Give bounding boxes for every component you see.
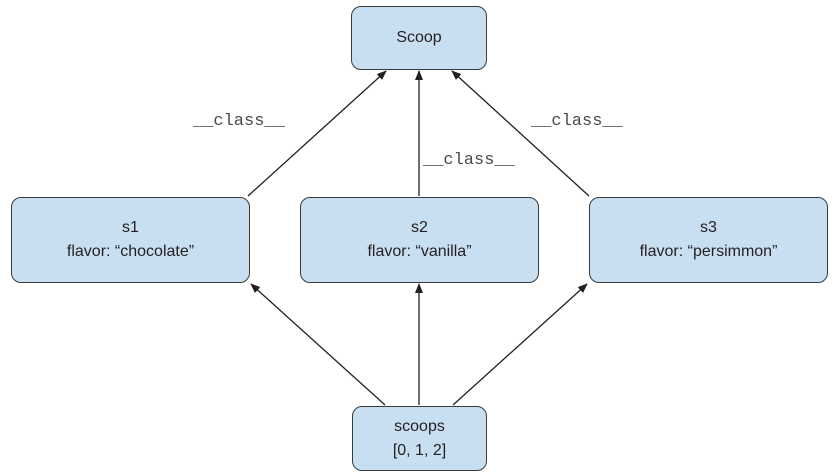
edge-label-right: __class__	[531, 112, 623, 131]
node-scoops-title: scoops	[394, 417, 445, 435]
arrow-scoops-to-s1	[250, 283, 386, 406]
node-s2: s2 flavor: “vanilla”	[300, 197, 539, 283]
arrow-s1-to-scoop	[247, 70, 387, 197]
node-s2-flavor: flavor: “vanilla”	[367, 243, 472, 260]
node-scoop-class-title: Scoop	[396, 29, 442, 46]
node-scoops-value: [0, 1, 2]	[392, 441, 447, 459]
arrow-s3-to-scoop	[451, 70, 590, 197]
edge-label-middle: __class__	[423, 151, 515, 170]
node-s3-flavor: flavor: “persimmon”	[639, 243, 778, 260]
node-scoop-class: Scoop	[351, 6, 487, 70]
node-scoops: scoops [0, 1, 2]	[352, 406, 487, 471]
node-s1-flavor: flavor: “chocolate”	[66, 243, 195, 260]
node-s1-title: s1	[122, 219, 139, 236]
node-s1: s1 flavor: “chocolate”	[11, 197, 250, 283]
edge-label-left: __class__	[193, 112, 285, 131]
arrow-scoops-to-s3	[452, 283, 588, 406]
node-s3: s3 flavor: “persimmon”	[589, 197, 828, 283]
node-s3-title: s3	[700, 219, 717, 236]
node-s2-title: s2	[411, 219, 428, 236]
